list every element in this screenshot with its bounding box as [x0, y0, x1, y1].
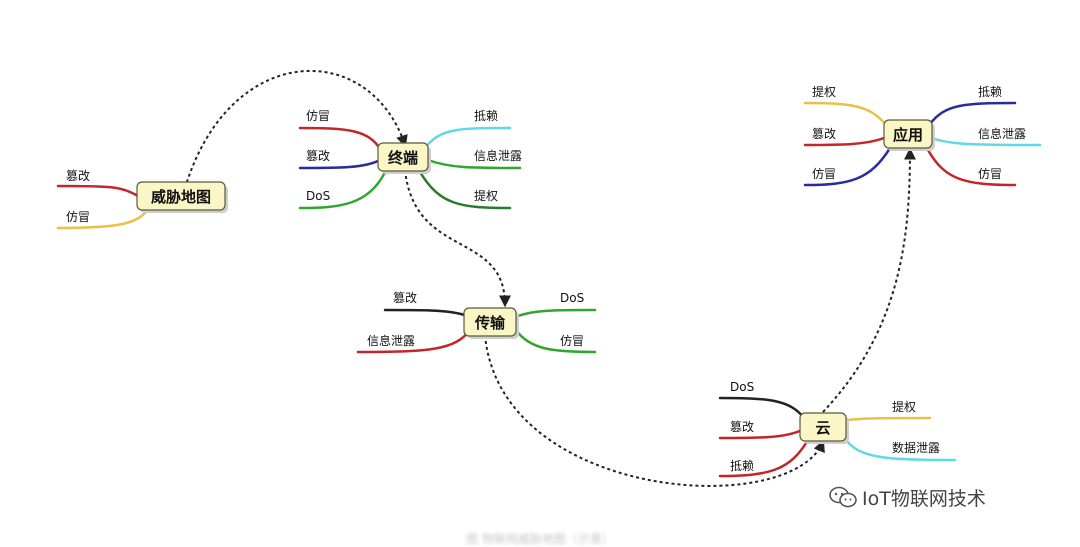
leaf-label: 篡改	[306, 148, 330, 163]
leaf-label: 篡改	[730, 419, 754, 434]
leaf-label: 提权	[892, 399, 916, 414]
leaf-label: 抵赖	[730, 459, 754, 473]
cloud-branches: DoS 篡改 抵赖 提权 数据泄露	[718, 380, 957, 478]
threat-map-branches: 篡改 仿冒	[56, 168, 152, 230]
terminal-branches: 仿冒 篡改 DoS 抵赖 信息泄露 提权	[298, 109, 522, 210]
leaf-label: 抵赖	[978, 85, 1002, 99]
transport-branches: 篡改 信息泄露 DoS 仿冒	[356, 290, 597, 354]
node-threat-map: 威胁地图	[136, 181, 228, 213]
flow-threatmap-to-terminal	[184, 70, 408, 189]
svg-text:威胁地图: 威胁地图	[151, 188, 211, 206]
svg-text:应用: 应用	[893, 126, 923, 144]
svg-text:云: 云	[815, 419, 830, 437]
node-terminal: 终端	[377, 142, 431, 174]
flow-transport-to-cloud	[484, 334, 825, 487]
leaf-label: 篡改	[66, 168, 90, 183]
leaf-label: 仿冒	[978, 167, 1002, 181]
svg-text:传输: 传输	[474, 314, 506, 332]
leaf-label: 提权	[474, 188, 498, 203]
leaf-label: DoS	[730, 380, 754, 394]
leaf-label: 篡改	[812, 126, 836, 141]
node-application: 应用	[883, 119, 935, 151]
leaf-label: 仿冒	[560, 334, 584, 348]
leaf-label: 篡改	[393, 290, 417, 305]
leaf-label: 抵赖	[474, 109, 498, 123]
watermark: IoT物联网技术	[828, 484, 986, 510]
leaf-label: 仿冒	[66, 210, 90, 224]
leaf-label: DoS	[560, 291, 584, 305]
flow-cloud-to-application	[822, 147, 916, 413]
application-branches: 提权 篡改 仿冒 抵赖 信息泄露 仿冒	[803, 84, 1042, 187]
leaf-label: 数据泄露	[892, 440, 940, 455]
leaf-label: 提权	[812, 84, 836, 99]
node-transport: 传输	[463, 307, 519, 339]
leaf-label: 仿冒	[812, 167, 836, 181]
leaf-label: 仿冒	[306, 109, 330, 123]
wechat-icon	[829, 486, 857, 508]
node-cloud: 云	[799, 412, 849, 444]
leaf-label: 信息泄露	[367, 333, 415, 348]
watermark-text: IoT物联网技术	[862, 487, 986, 510]
figure-caption: 图 物联网威胁地图（示意）	[466, 532, 614, 546]
leaf-label: 信息泄露	[978, 126, 1026, 141]
svg-text:终端: 终端	[388, 149, 418, 167]
leaf-label: DoS	[306, 189, 330, 203]
leaf-label: 信息泄露	[474, 148, 522, 163]
